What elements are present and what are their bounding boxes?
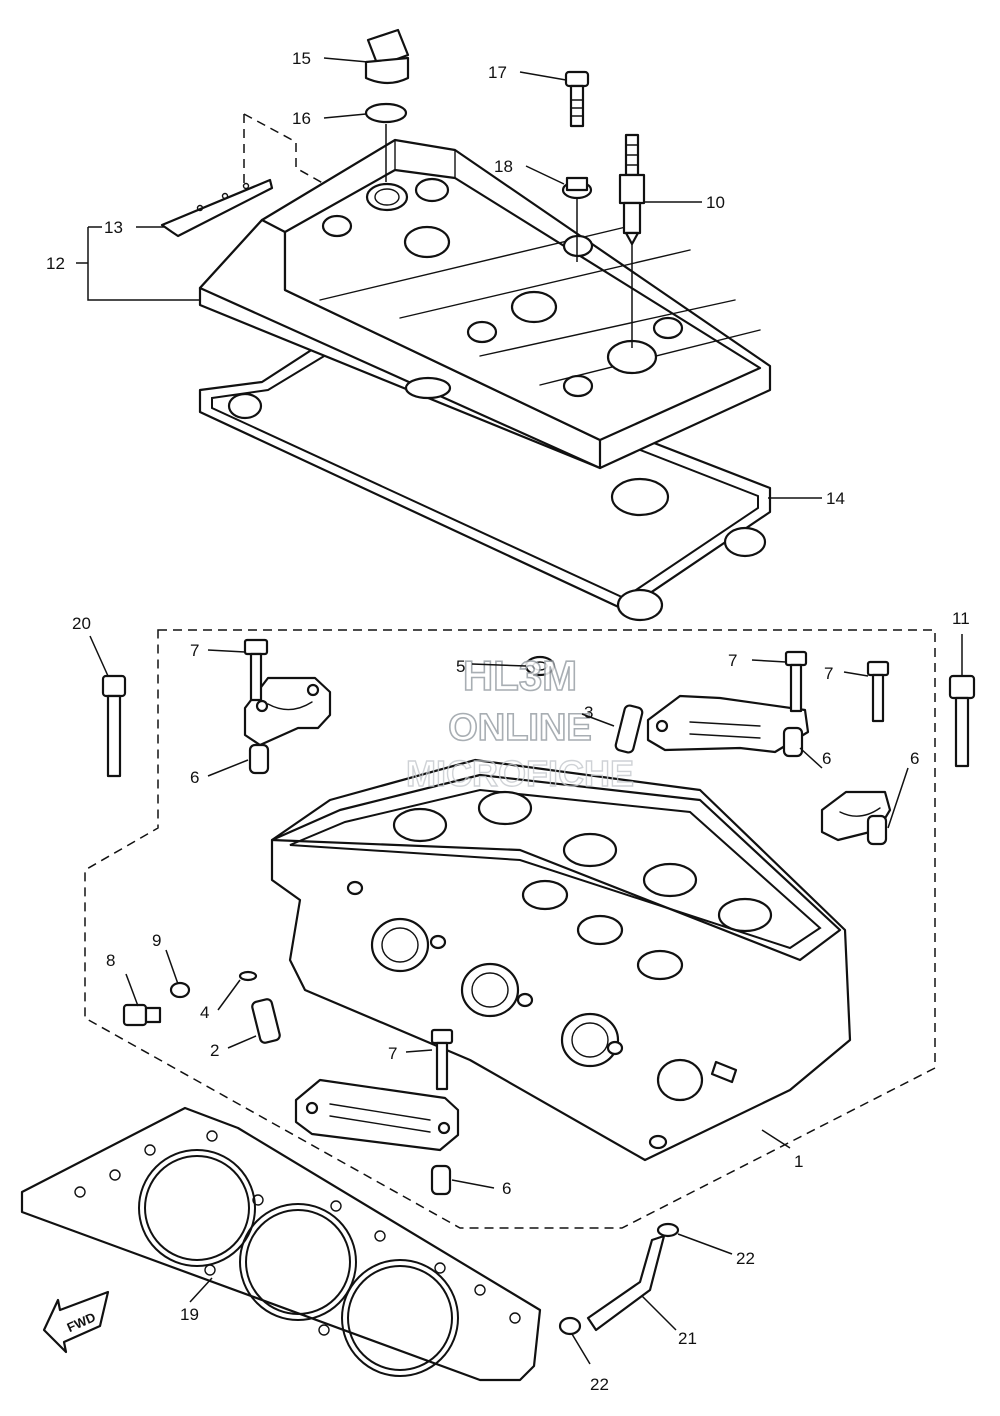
gasket-9 bbox=[169, 981, 191, 999]
callout-4: 4 bbox=[200, 1003, 209, 1022]
watermark: HL3M ONLINE MICROFICHE bbox=[405, 651, 634, 795]
watermark-line-1: HL3M bbox=[463, 652, 577, 699]
cover-plate bbox=[160, 178, 274, 238]
head-bolt-long-right bbox=[948, 674, 976, 768]
cam-cap-bolt-left bbox=[243, 638, 269, 702]
callout-16: 16 bbox=[292, 109, 311, 128]
valve-guide-3 bbox=[614, 704, 644, 754]
breather-hose bbox=[586, 1234, 666, 1332]
assembly-boundary bbox=[84, 629, 936, 1229]
callout-3: 3 bbox=[584, 703, 593, 722]
callout-5: 5 bbox=[456, 657, 465, 676]
callout-12: 12 bbox=[46, 254, 65, 273]
dowel-pin-left bbox=[248, 743, 270, 775]
callout-19: 19 bbox=[180, 1305, 199, 1324]
callout-6-lower: 6 bbox=[502, 1179, 511, 1198]
forward-direction-arrow: FWD bbox=[42, 1290, 110, 1354]
callout-9: 9 bbox=[152, 931, 161, 950]
head-bolt-long-left bbox=[101, 674, 127, 778]
hose-clip-upper bbox=[656, 1222, 680, 1238]
oil-filler-cap bbox=[364, 28, 410, 85]
cam-cap-lower bbox=[294, 1078, 460, 1152]
cam-cap-bolt-right bbox=[866, 660, 890, 723]
cover-bolt bbox=[564, 70, 590, 128]
callout-13: 13 bbox=[104, 218, 123, 237]
cam-cap-left bbox=[243, 676, 332, 747]
callout-7-left: 7 bbox=[190, 641, 199, 660]
seal-4 bbox=[238, 970, 258, 982]
hose-clip-lower bbox=[558, 1316, 582, 1336]
dowel-pin-lower bbox=[430, 1164, 452, 1196]
leader-lines bbox=[76, 57, 963, 1365]
callout-15: 15 bbox=[292, 49, 311, 68]
callout-10: 10 bbox=[706, 193, 725, 212]
callout-labels: 15 16 17 18 10 13 12 14 20 11 7 7 7 5 3 … bbox=[46, 49, 970, 1394]
cylinder-head-gasket bbox=[20, 1106, 542, 1382]
callout-17: 17 bbox=[488, 63, 507, 82]
callout-6-left: 6 bbox=[190, 768, 199, 787]
callout-11: 11 bbox=[952, 609, 970, 628]
head-cover-gasket bbox=[198, 323, 772, 622]
callout-6-right: 6 bbox=[910, 749, 919, 768]
dowel-pin-right-a bbox=[782, 726, 804, 758]
callout-22-upper: 22 bbox=[736, 1249, 755, 1268]
cylinder-head-cover bbox=[198, 138, 772, 470]
callout-7-right: 7 bbox=[824, 664, 833, 683]
valve-guide-2 bbox=[251, 998, 281, 1044]
dowel-pin-right-b bbox=[866, 814, 888, 846]
watermark-line-3: MICROFICHE bbox=[406, 753, 634, 794]
callout-8: 8 bbox=[106, 951, 115, 970]
callout-2: 2 bbox=[210, 1041, 219, 1060]
callout-14: 14 bbox=[826, 489, 845, 508]
callout-18: 18 bbox=[494, 157, 513, 176]
cam-cap-bolt-lower bbox=[430, 1028, 454, 1091]
spark-plug bbox=[618, 133, 646, 246]
callout-1: 1 bbox=[794, 1152, 803, 1171]
callout-22-lower: 22 bbox=[590, 1375, 609, 1394]
o-ring bbox=[364, 102, 408, 124]
callout-6-mid: 6 bbox=[822, 749, 831, 768]
callout-21: 21 bbox=[678, 1329, 697, 1348]
callout-20: 20 bbox=[72, 614, 91, 633]
watermark-line-2: ONLINE bbox=[448, 707, 592, 749]
grommet bbox=[561, 176, 593, 200]
union-bolt-8 bbox=[122, 1003, 162, 1027]
cylinder-head bbox=[270, 758, 852, 1162]
cam-cap-bolt-mid bbox=[784, 650, 808, 713]
callout-7-lower: 7 bbox=[388, 1044, 397, 1063]
callout-7-mid: 7 bbox=[728, 651, 737, 670]
